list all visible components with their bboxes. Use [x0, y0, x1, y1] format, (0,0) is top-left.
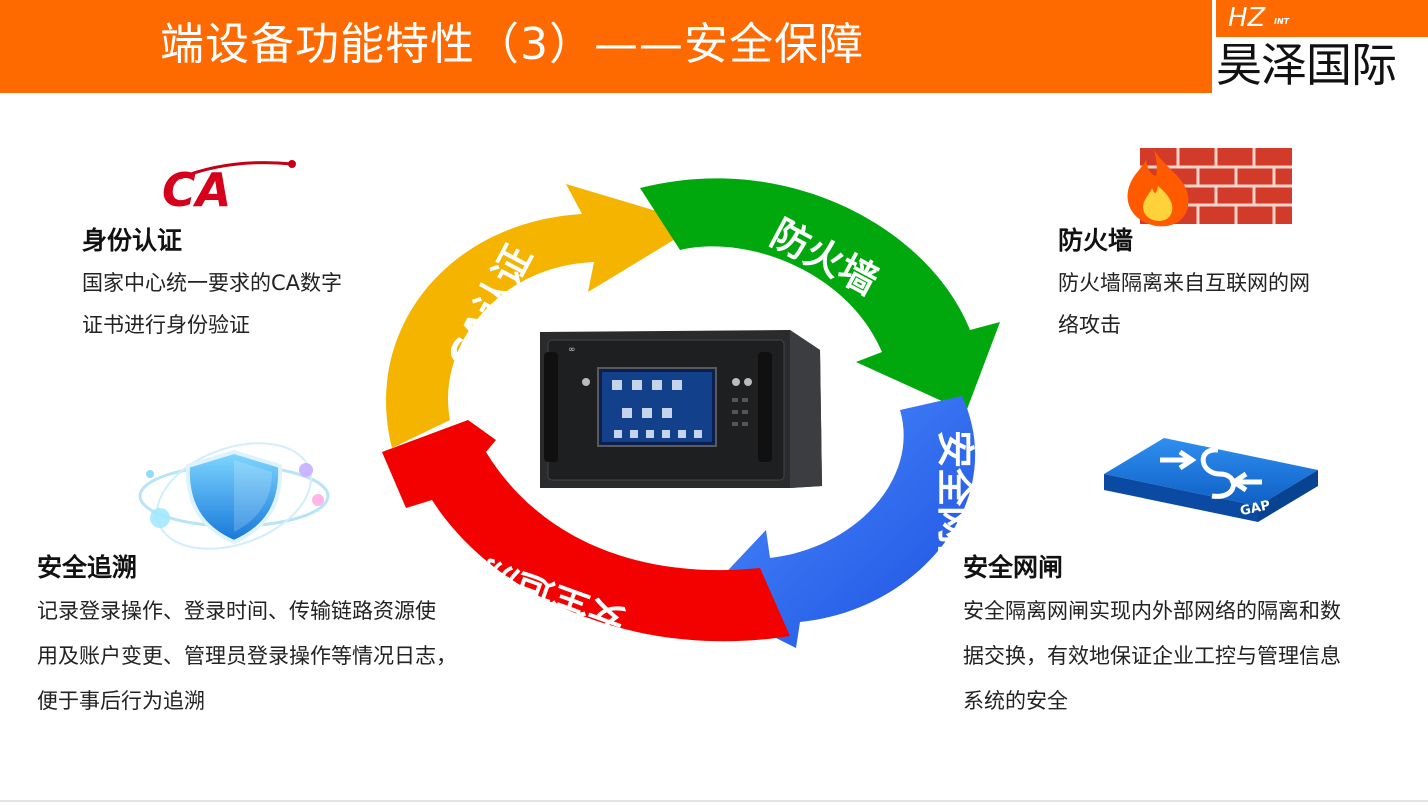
firewall-title: 防火墙: [1058, 226, 1134, 255]
cycle-diagram: [382, 178, 1000, 648]
gateway-arrow-segment: [700, 396, 976, 648]
firewall-block: 防火墙 防火墙隔离来自互联网的网 络攻击: [1058, 224, 1310, 346]
rack-terminal-device-icon: ∞: [540, 330, 822, 488]
trace-arrow-segment: [382, 420, 790, 642]
page-title: 端设备功能特性（3）——安全保障: [160, 19, 864, 70]
trace-title: 安全追溯: [37, 553, 138, 582]
logo-hz-text: HZ: [1228, 3, 1266, 33]
logo-tab: HZ INT: [1216, 0, 1428, 37]
brick-wall-flame-icon: [1127, 148, 1292, 227]
trace-block: 安全追溯 记录登录操作、登录时间、传输链路资源使 用及账户变更、管理员登录操作等…: [37, 551, 457, 724]
gap-switch-icon: GAP: [1104, 438, 1318, 522]
ca-arrow-segment: [386, 184, 700, 448]
gateway-title: 安全网闸: [963, 553, 1064, 582]
logo-company-name: 昊泽国际: [1216, 38, 1397, 92]
header-bar: 端设备功能特性（3）——安全保障: [0, 0, 1212, 93]
gateway-body: 安全隔离网闸实现内外部网络的隔离和数 据交换，有效地保证企业工控与管理信息 系统…: [963, 599, 1341, 713]
ca-logo-text: CA: [162, 163, 231, 217]
ca-logo-icon: CA: [162, 160, 296, 217]
logo-int-text: INT: [1274, 17, 1290, 26]
firewall-arrow-segment: [640, 178, 1000, 412]
identity-title: 身份认证: [82, 226, 183, 255]
company-logo: HZ INT 昊泽国际: [1212, 0, 1428, 93]
gap-label: GAP: [1239, 498, 1272, 519]
svg-text:∞: ∞: [568, 345, 576, 355]
firewall-body: 防火墙隔离来自互联网的网 络攻击: [1058, 271, 1310, 337]
identity-body: 国家中心统一要求的CA数字 证书进行身份验证: [82, 271, 343, 337]
shield-icon: [138, 442, 330, 550]
identity-block: 身份认证 国家中心统一要求的CA数字 证书进行身份验证: [82, 224, 342, 346]
label-gateway: 安全网闸: [933, 430, 977, 582]
gateway-block: 安全网闸 安全隔离网闸实现内外部网络的隔离和数 据交换，有效地保证企业工控与管理…: [963, 551, 1341, 724]
bottom-divider: [0, 800, 1428, 802]
trace-body: 记录登录操作、登录时间、传输链路资源使 用及账户变更、管理员登录操作等情况日志，…: [37, 599, 457, 713]
